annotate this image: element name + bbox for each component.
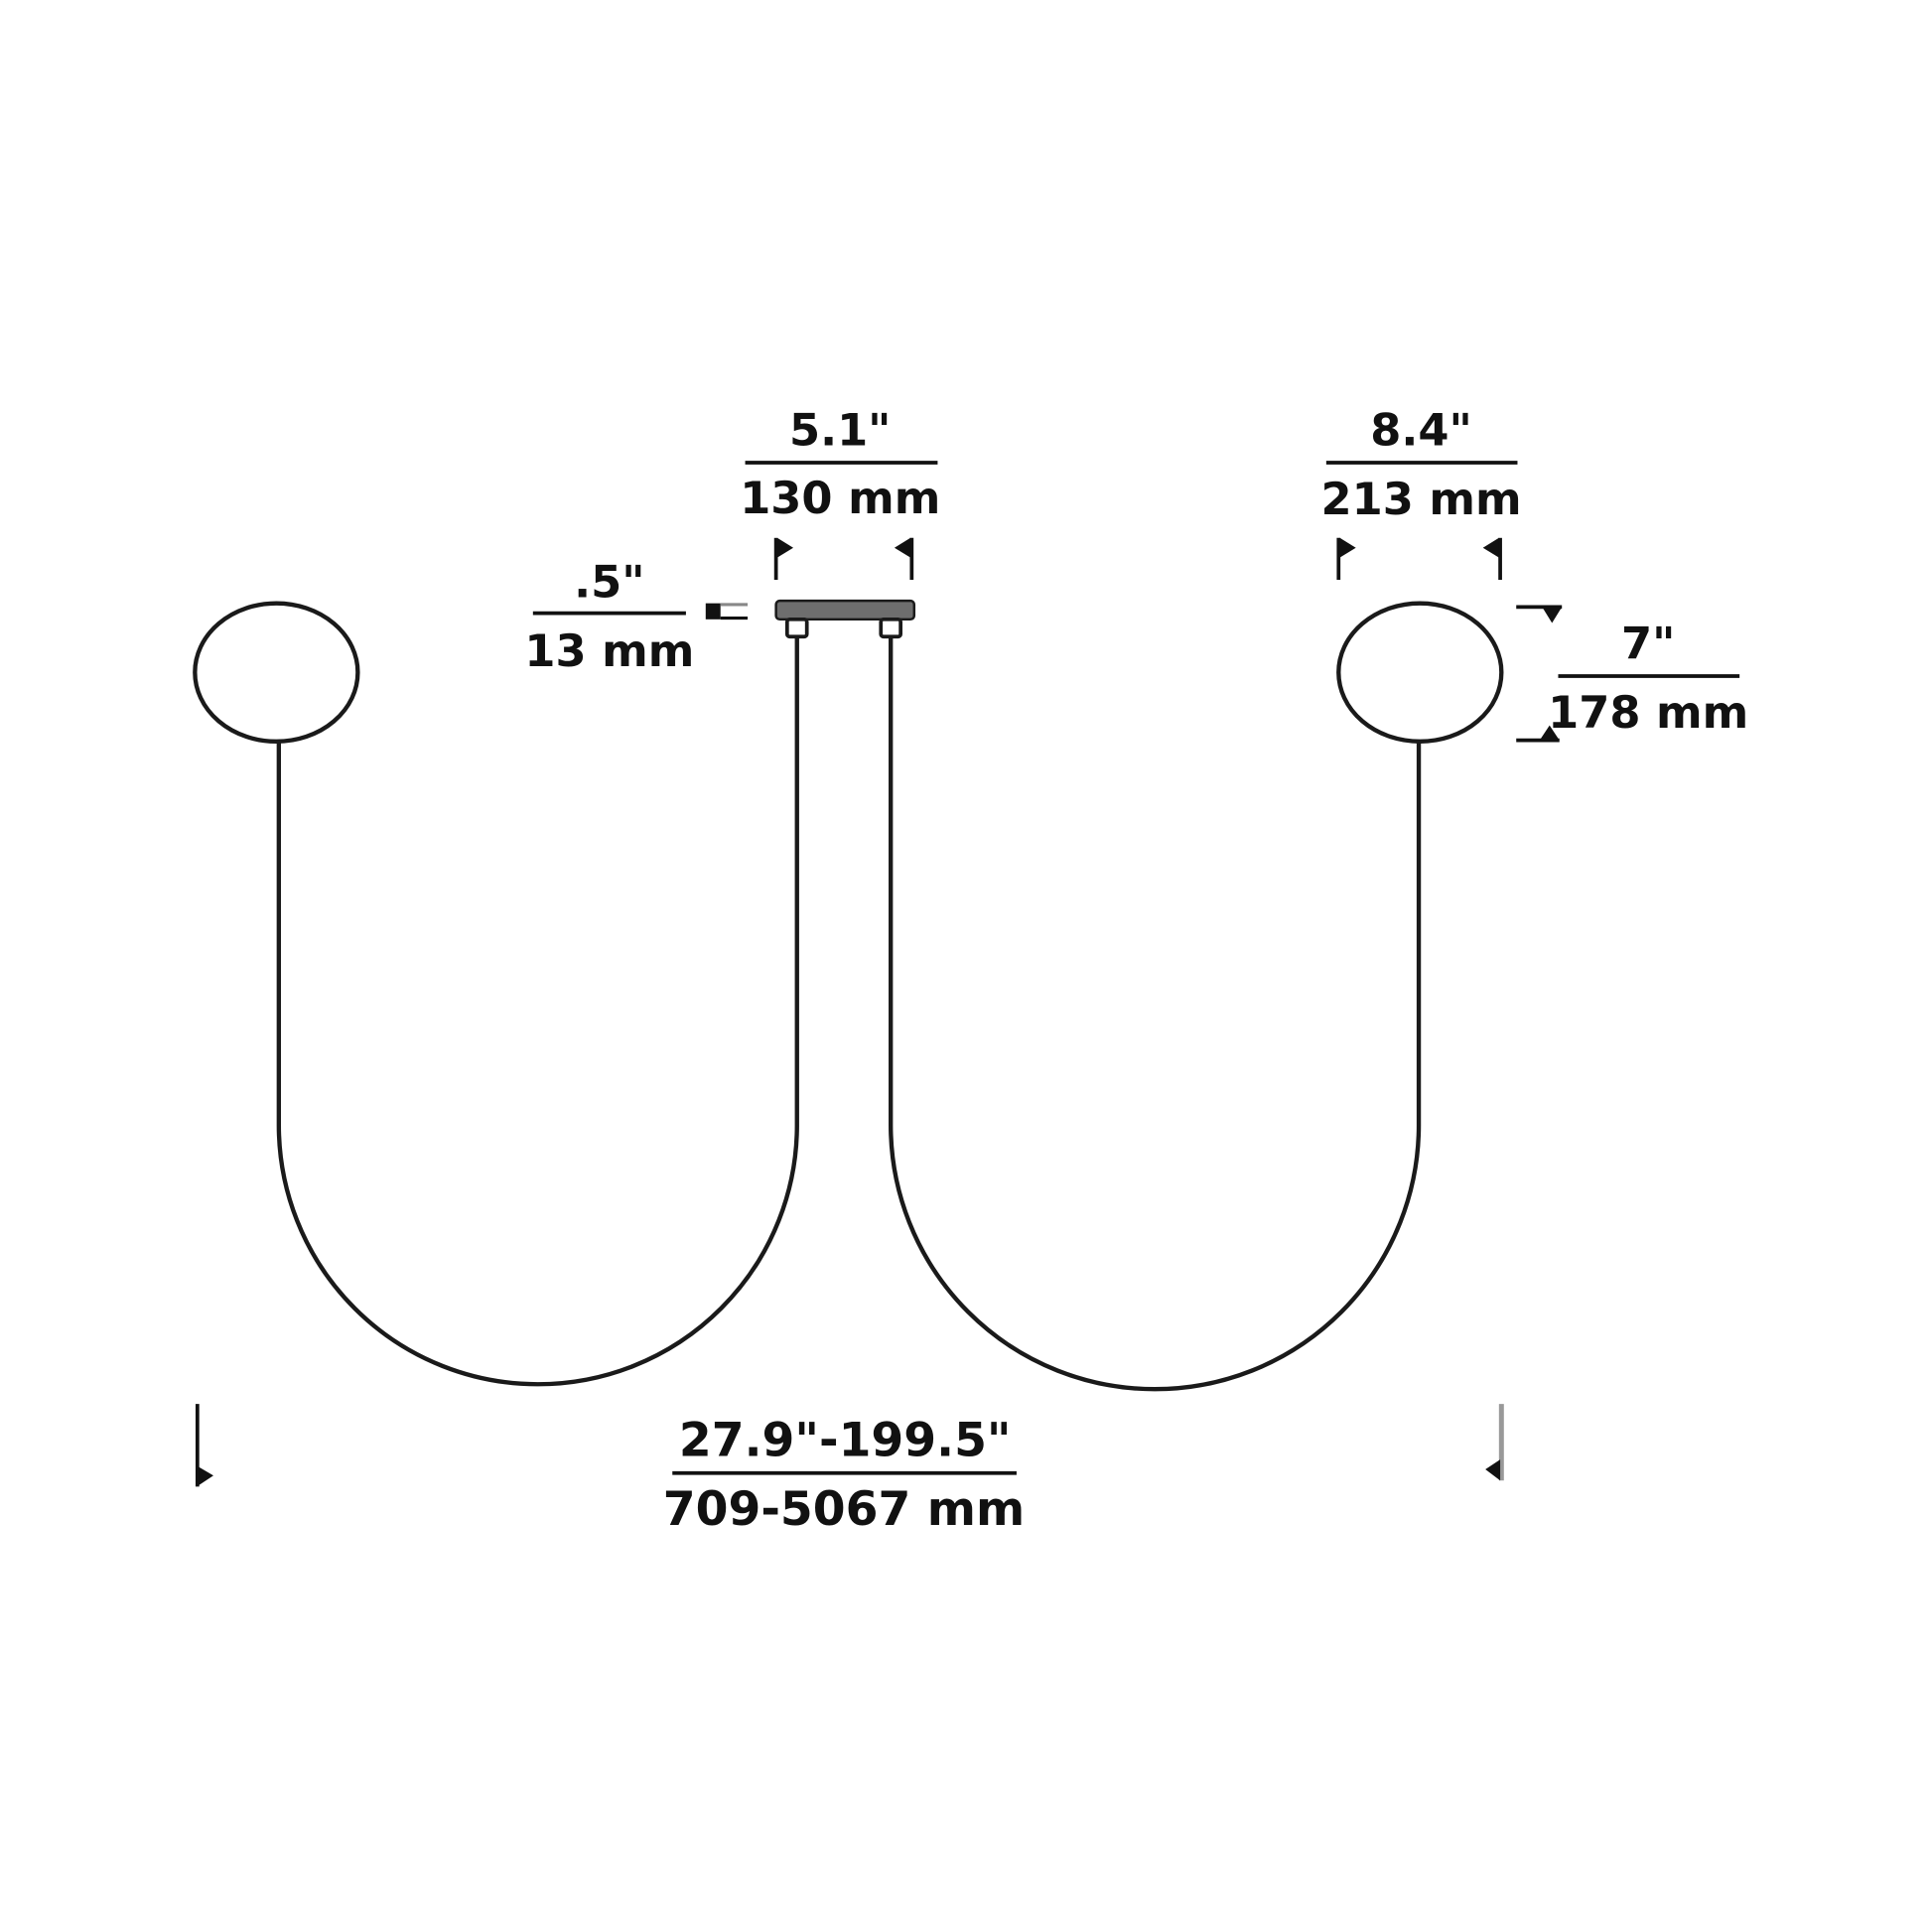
left-ring — [193, 601, 360, 745]
overall-width-dimension: 27.9"-199.5" 709-5067 mm — [195, 1404, 1504, 1537]
arrow-right-icon — [199, 1466, 213, 1486]
canopy-width-imperial: 5.1" — [789, 404, 892, 457]
arrow-left-icon — [1482, 537, 1499, 558]
arrow-right-icon — [1339, 537, 1356, 558]
ring-height-metric: 178 mm — [1548, 686, 1748, 739]
arrow-down-icon — [1542, 607, 1563, 623]
ring-width-imperial: 8.4" — [1370, 404, 1472, 457]
ring-height-dimension: 7" 178 mm — [1516, 605, 1748, 743]
canopy-width-metric: 130 mm — [740, 472, 940, 524]
arrow-right-icon — [776, 537, 794, 558]
left-u-rod — [276, 631, 799, 1387]
arrow-left-icon — [894, 537, 911, 558]
arrow-left-icon — [1485, 1459, 1501, 1481]
right-ring — [1336, 601, 1504, 745]
canopy-height-metric: 13 mm — [524, 624, 694, 677]
canopy-width-dimension: 5.1" 130 mm — [740, 404, 940, 581]
arrow-up-icon — [1539, 725, 1560, 741]
overall-width-imperial: 27.9"-199.5" — [679, 1413, 1012, 1467]
ring-height-imperial: 7" — [1621, 618, 1675, 670]
canopy-height-dimension: .5" 13 mm — [524, 555, 749, 677]
right-u-rod — [889, 631, 1422, 1392]
overall-width-metric: 709-5067 mm — [663, 1482, 1025, 1537]
ring-width-dimension: 8.4" 213 mm — [1320, 404, 1522, 581]
ring-width-metric: 213 mm — [1320, 473, 1521, 525]
canopy-height-imperial: .5" — [574, 555, 644, 608]
canopy — [774, 599, 916, 639]
